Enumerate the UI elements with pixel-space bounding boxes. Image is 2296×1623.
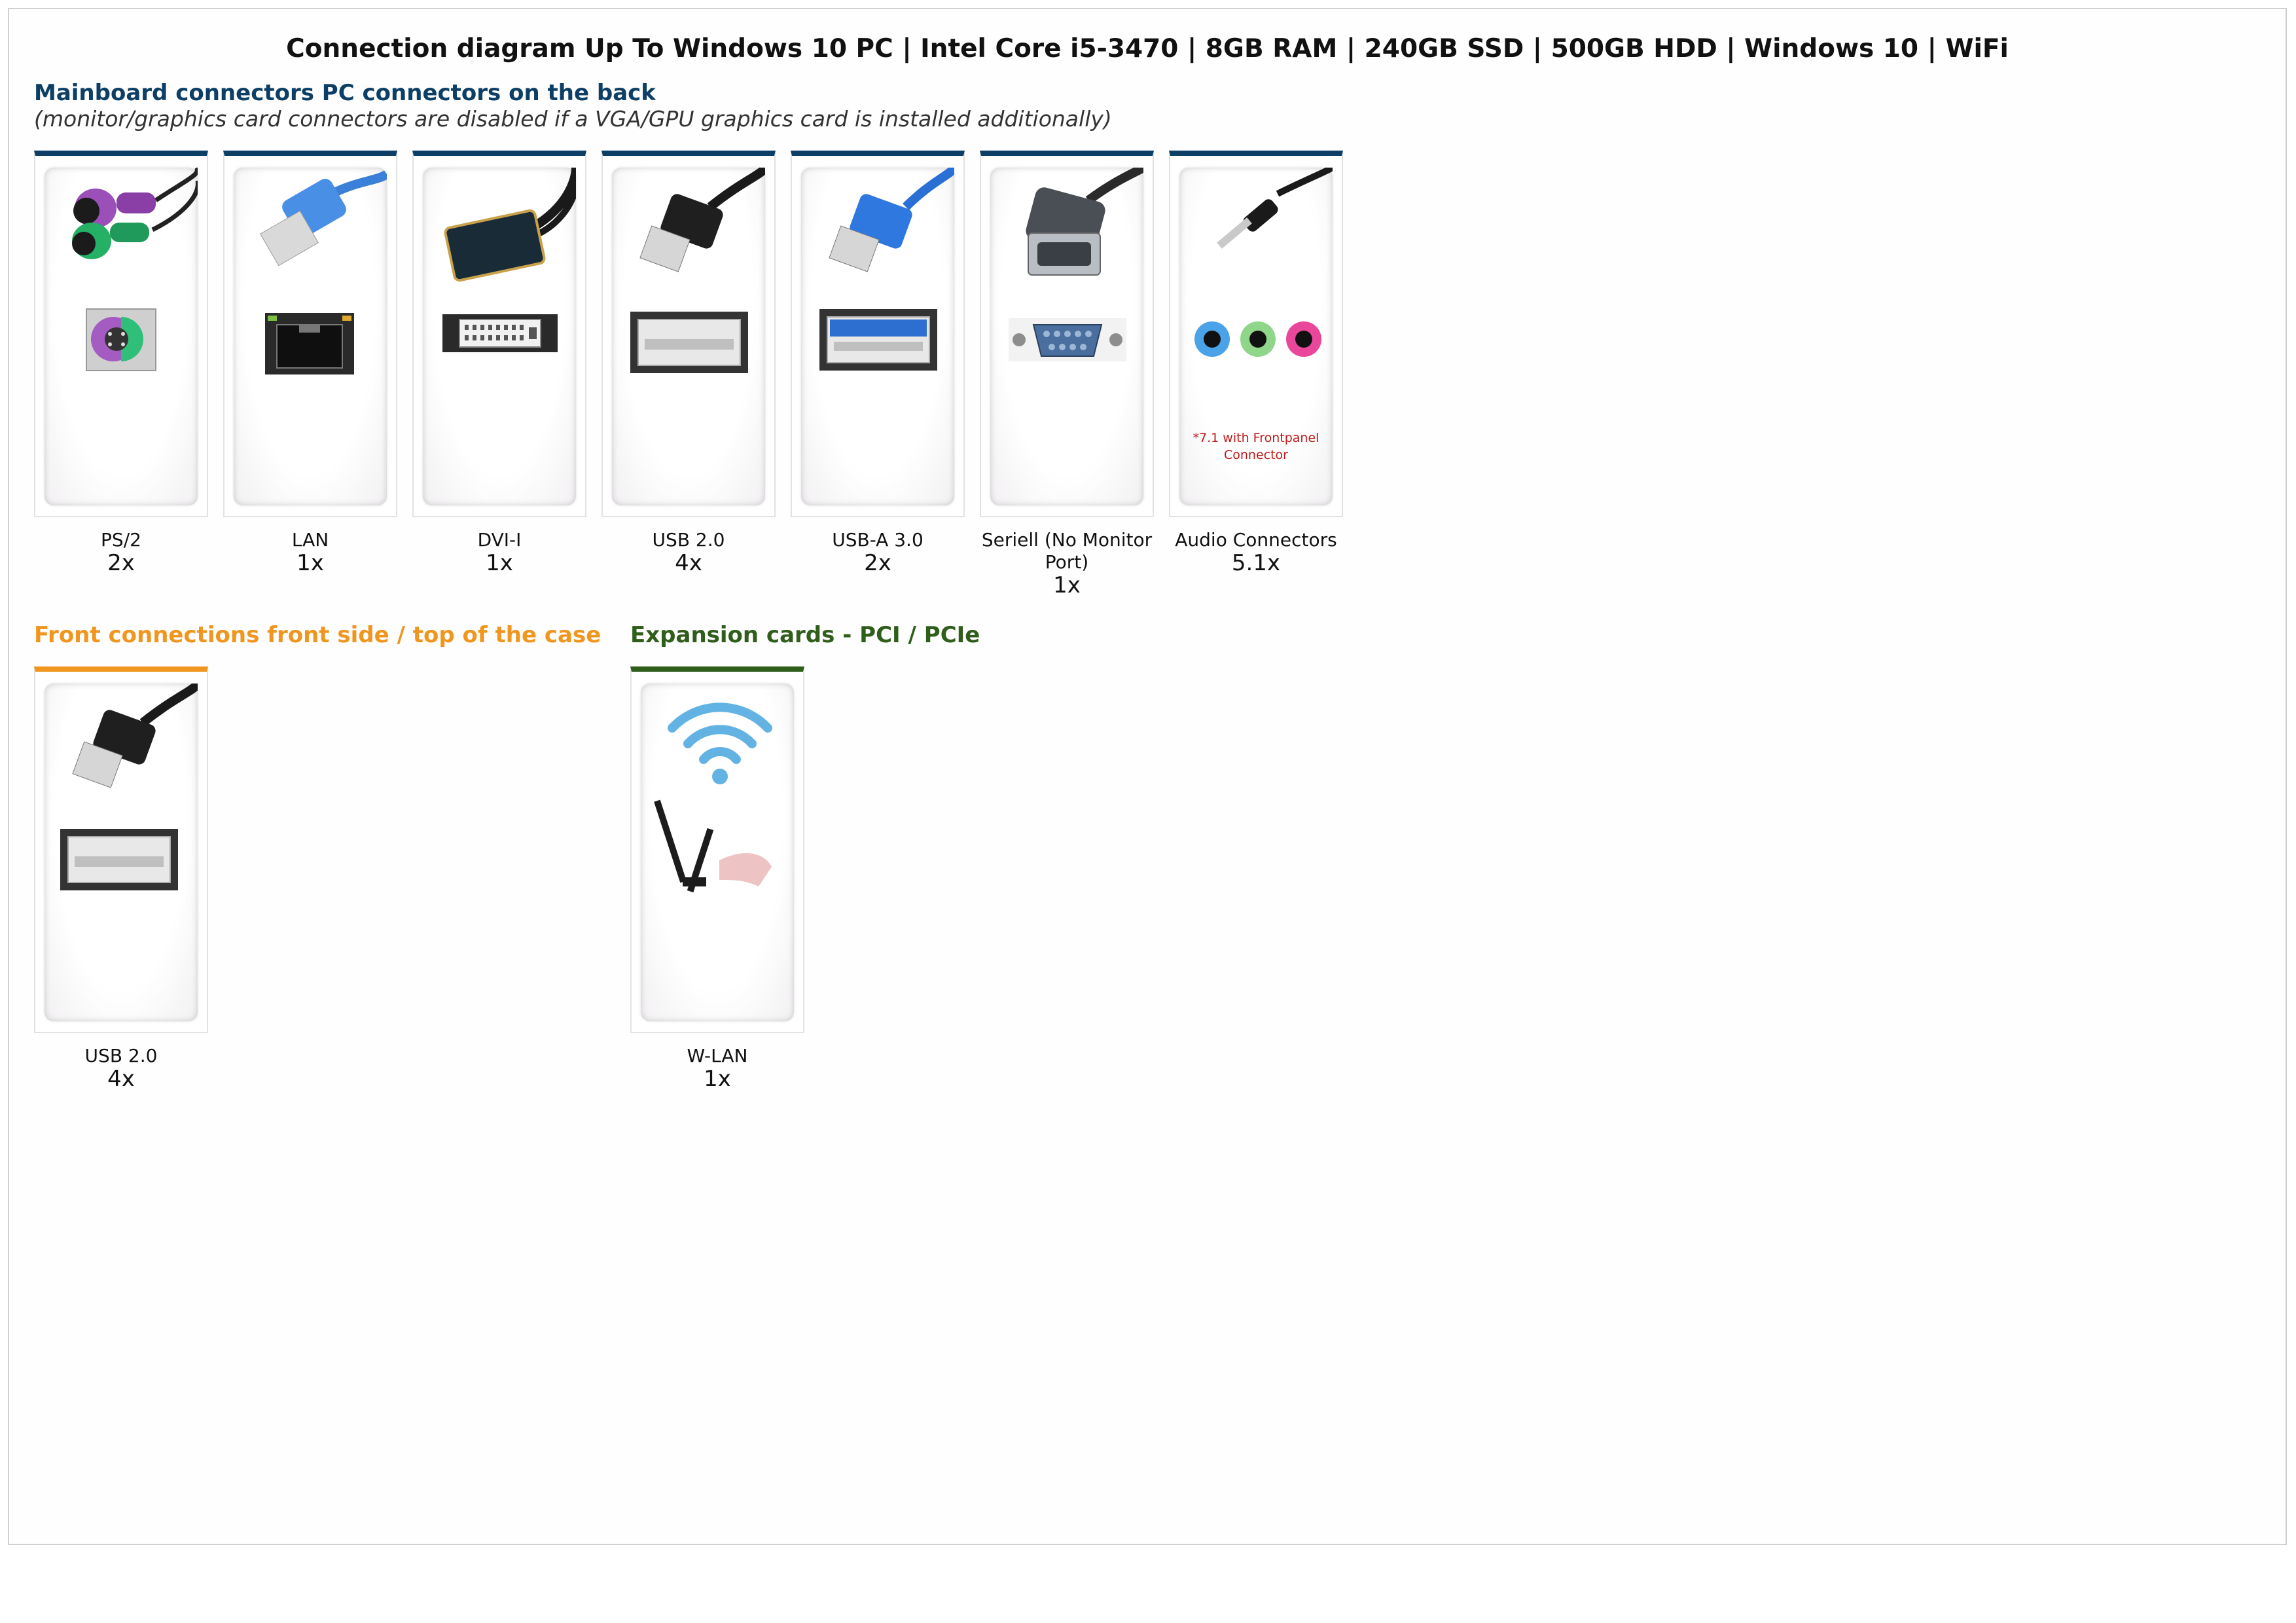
card-image-panel: *7.1 with Frontpanel Connector — [1179, 168, 1333, 505]
front-heading: Front connections front side / top of th… — [34, 622, 601, 648]
card-frame — [791, 151, 965, 517]
card-image-panel — [45, 684, 198, 1021]
usb2-connector-icon — [630, 168, 765, 373]
ps2-connector-icon — [72, 168, 198, 371]
card-count: 5.1x — [1231, 550, 1281, 576]
card-count: 1x — [296, 550, 324, 576]
serial-connector-icon — [1009, 168, 1143, 361]
card-image-panel — [45, 168, 198, 505]
card-label: Audio Connectors — [1175, 529, 1337, 551]
card-image-panel — [801, 168, 954, 505]
card-label: USB 2.0 — [652, 529, 725, 551]
usb2-connector-icon — [60, 684, 198, 890]
card-count: 1x — [704, 1066, 731, 1092]
card-label: PS/2 — [101, 529, 141, 551]
card-image-panel — [423, 168, 576, 505]
card-count: 4x — [675, 550, 702, 576]
card-label: LAN — [291, 529, 329, 551]
page-title: Connection diagram Up To Windows 10 PC |… — [286, 34, 2009, 64]
card-frame: *7.1 with Frontpanel Connector — [1169, 151, 1343, 517]
card-count: 1x — [1053, 572, 1081, 598]
card-frame — [412, 151, 586, 517]
card-label: USB-A 3.0 — [832, 529, 924, 551]
mainboard-heading: Mainboard connectors PC connectors on th… — [34, 80, 656, 106]
audio-connector-icon — [1194, 168, 1333, 357]
card-frame — [980, 151, 1154, 517]
card-image-panel — [990, 168, 1143, 505]
card-label: USB 2.0 — [84, 1045, 158, 1067]
card-label: DVI-I — [477, 529, 522, 551]
audio-note: *7.1 with Frontpanel Connector — [1193, 431, 1319, 462]
card-count: 4x — [107, 1066, 135, 1092]
card-count: 2x — [864, 550, 891, 576]
card-image-panel — [612, 168, 765, 505]
diagram-frame: Connection diagram Up To Windows 10 PC |… — [8, 8, 2287, 1545]
card-label: W-LAN — [687, 1045, 748, 1067]
card-label: Seriell (No Monitor Port) — [981, 529, 1153, 573]
lan-connector-icon — [260, 170, 387, 374]
card-count: 1x — [486, 550, 513, 576]
mainboard-subheading: (monitor/graphics card connectors are di… — [34, 106, 1112, 132]
card-count: 2x — [107, 550, 135, 576]
expansion-heading: Expansion cards - PCI / PCIe — [630, 622, 980, 648]
wlan-card-icon — [654, 702, 772, 893]
card-frame — [223, 151, 397, 517]
card-frame — [630, 666, 804, 1033]
card-frame — [601, 151, 776, 517]
card-image-panel — [641, 684, 794, 1021]
card-frame — [34, 151, 208, 517]
dvi-connector-icon — [442, 168, 576, 352]
usb3-connector-icon — [819, 168, 954, 371]
card-frame — [34, 666, 208, 1033]
card-image-panel — [234, 168, 387, 505]
